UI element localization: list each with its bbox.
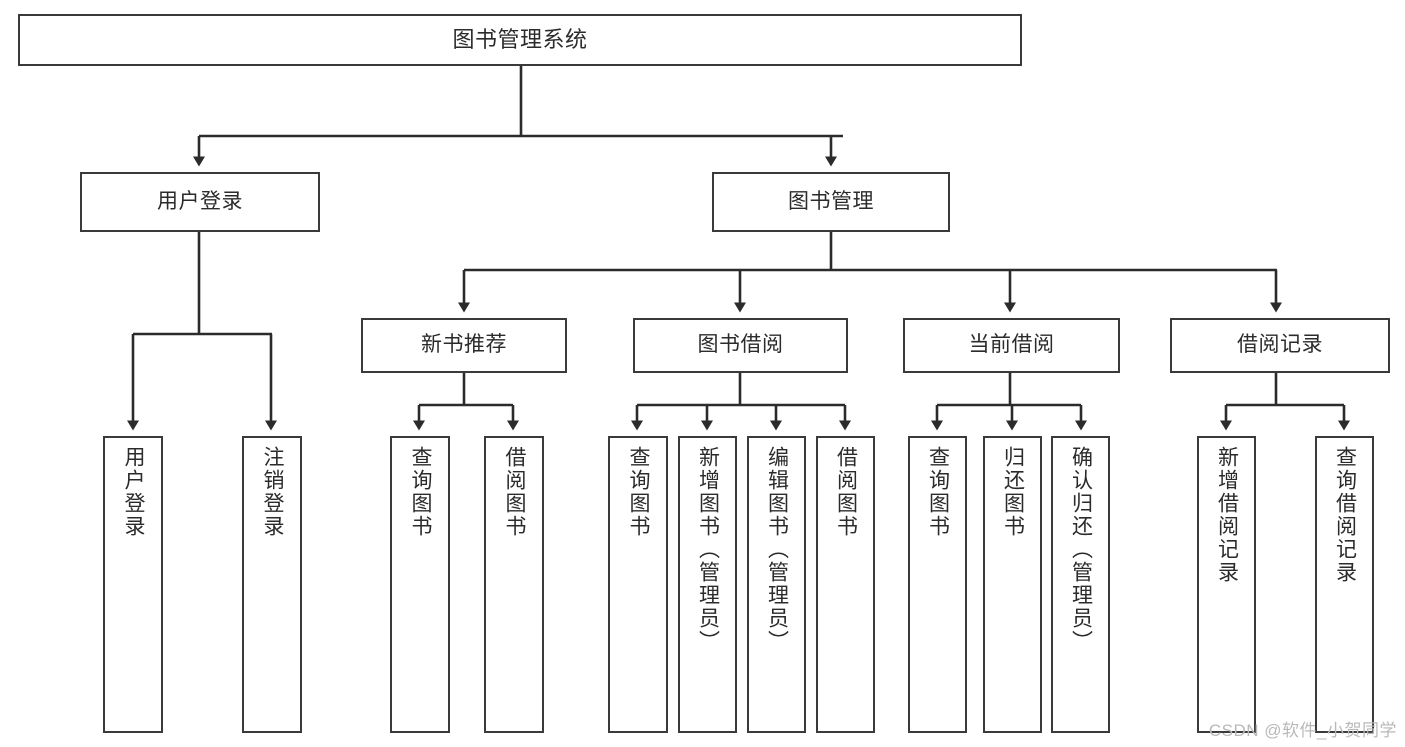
node-leaf-confirm-return-admin[interactable]: 确认归还（管理员） xyxy=(1051,436,1110,733)
node-borrow-record[interactable]: 借阅记录 xyxy=(1170,318,1390,373)
node-leaf-logout-login-label: 注销登录 xyxy=(261,446,285,538)
node-leaf-edit-book-admin[interactable]: 编辑图书（管理员） xyxy=(747,436,806,733)
node-leaf-query-book-2-label: 查询图书 xyxy=(627,446,651,538)
node-leaf-edit-book-admin-label: 编辑图书（管理员） xyxy=(765,446,789,653)
node-leaf-add-borrow-record-label: 新增借阅记录 xyxy=(1215,446,1239,584)
node-leaf-logout-login[interactable]: 注销登录 xyxy=(242,436,302,733)
node-leaf-add-book-admin[interactable]: 新增图书（管理员） xyxy=(678,436,737,733)
node-leaf-borrow-book-1[interactable]: 借阅图书 xyxy=(484,436,544,733)
node-borrow-record-label: 借阅记录 xyxy=(1237,333,1323,357)
node-leaf-query-book-2[interactable]: 查询图书 xyxy=(608,436,668,733)
node-leaf-add-borrow-record[interactable]: 新增借阅记录 xyxy=(1197,436,1256,733)
node-root-label: 图书管理系统 xyxy=(452,27,588,53)
node-leaf-borrow-book-2[interactable]: 借阅图书 xyxy=(816,436,875,733)
node-leaf-query-book-3[interactable]: 查询图书 xyxy=(908,436,967,733)
node-leaf-return-book[interactable]: 归还图书 xyxy=(983,436,1042,733)
node-leaf-query-book-3-label: 查询图书 xyxy=(926,446,950,538)
node-leaf-borrow-book-2-label: 借阅图书 xyxy=(834,446,858,538)
node-leaf-confirm-return-admin-label: 确认归还（管理员） xyxy=(1069,446,1093,653)
node-leaf-return-book-label: 归还图书 xyxy=(1001,446,1025,538)
node-leaf-query-borrow-record[interactable]: 查询借阅记录 xyxy=(1315,436,1374,733)
node-leaf-user-login-label: 用户登录 xyxy=(122,446,146,538)
node-leaf-user-login[interactable]: 用户登录 xyxy=(103,436,163,733)
node-leaf-add-book-admin-label: 新增图书（管理员） xyxy=(696,446,720,653)
node-book-borrow-label: 图书借阅 xyxy=(697,333,784,357)
node-book-manage-label: 图书管理 xyxy=(788,189,874,213)
node-root[interactable]: 图书管理系统 xyxy=(18,14,1022,66)
node-leaf-query-book-1[interactable]: 查询图书 xyxy=(390,436,450,733)
node-book-borrow[interactable]: 图书借阅 xyxy=(633,318,848,373)
node-new-book-recommend[interactable]: 新书推荐 xyxy=(361,318,567,373)
node-user-login-label: 用户登录 xyxy=(157,189,243,213)
node-user-login[interactable]: 用户登录 xyxy=(80,172,320,232)
node-current-borrow[interactable]: 当前借阅 xyxy=(903,318,1120,373)
node-new-book-recommend-label: 新书推荐 xyxy=(421,333,507,357)
csdn-watermark: CSDN @软件_小贺同学 xyxy=(1208,721,1397,740)
node-leaf-query-borrow-record-label: 查询借阅记录 xyxy=(1333,446,1357,584)
node-current-borrow-label: 当前借阅 xyxy=(968,333,1055,357)
node-leaf-query-book-1-label: 查询图书 xyxy=(409,446,433,538)
node-leaf-borrow-book-1-label: 借阅图书 xyxy=(503,446,527,538)
node-book-manage[interactable]: 图书管理 xyxy=(712,172,950,232)
